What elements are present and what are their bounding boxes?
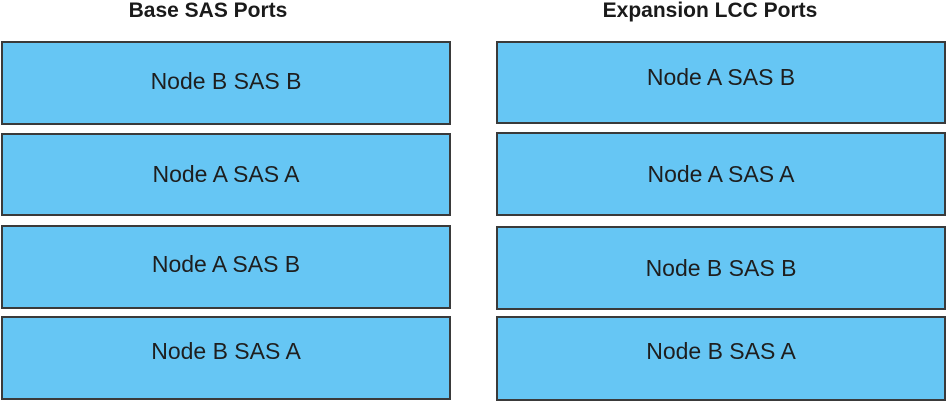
expansion-lcc-ports-title: Expansion LCC Ports [602, 0, 818, 22]
base-port-slot-4[interactable]: Node B SAS A [1, 316, 451, 400]
port-label: Node B SAS A [646, 338, 796, 364]
port-label: Node B SAS A [151, 337, 301, 364]
expansion-port-slot-2[interactable]: Node A SAS A [496, 132, 946, 216]
port-label: Node A SAS A [647, 160, 795, 187]
port-label: Node A SAS B [646, 64, 796, 90]
port-label: Node B SAS B [645, 254, 797, 281]
expansion-port-slot-4[interactable]: Node B SAS A [496, 316, 946, 401]
base-port-slot-1[interactable]: Node B SAS B [1, 41, 451, 125]
port-label: Node A SAS A [152, 161, 300, 187]
port-label: Node B SAS B [150, 67, 302, 94]
base-port-slot-2[interactable]: Node A SAS A [1, 133, 451, 216]
expansion-port-slot-3[interactable]: Node B SAS B [496, 226, 946, 310]
base-sas-ports-title: Base SAS Ports [128, 0, 288, 22]
port-label: Node A SAS B [151, 250, 301, 277]
expansion-port-slot-1[interactable]: Node A SAS B [496, 41, 946, 124]
base-port-slot-3[interactable]: Node A SAS B [1, 225, 451, 309]
